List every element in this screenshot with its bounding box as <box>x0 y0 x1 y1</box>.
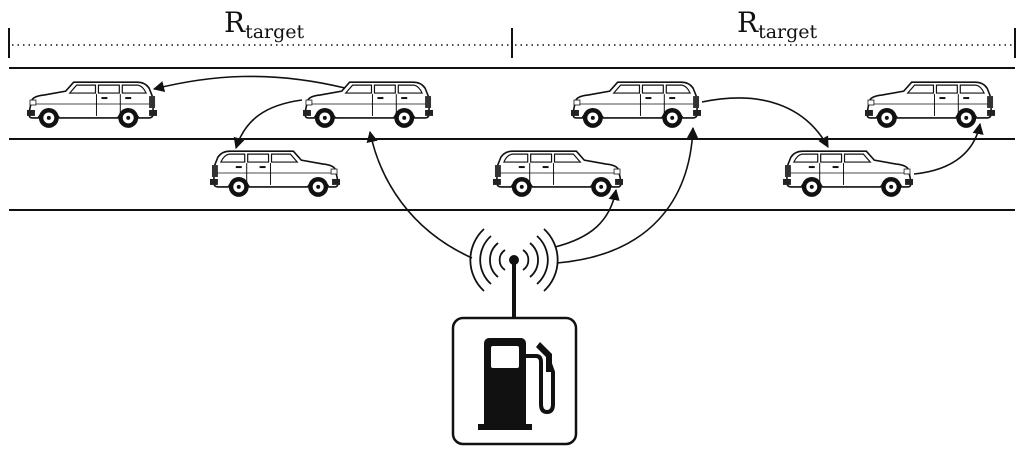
vehicle-6 <box>864 81 996 129</box>
vehicle-1 <box>26 81 158 129</box>
vehicle-3 <box>209 150 341 198</box>
link-station-v2 <box>366 130 473 259</box>
link-v7-v6 <box>913 122 984 175</box>
wireless-antenna-icon <box>469 228 559 320</box>
vehicle-5 <box>492 150 624 198</box>
link-station-v4 <box>556 126 699 264</box>
range-indicator <box>8 28 1016 58</box>
communication-links <box>152 75 984 264</box>
vehicle-4 <box>570 81 702 129</box>
link-v2-v3 <box>233 99 303 150</box>
link-v4-v7 <box>701 97 829 148</box>
range-label-left: Rtarget <box>224 6 305 43</box>
vehicle-2 <box>302 81 434 129</box>
link-station-v5 <box>554 188 620 248</box>
fuel-pump-icon <box>478 338 555 430</box>
road <box>9 67 1015 211</box>
fuel-station <box>451 316 578 446</box>
range-label-right: Rtarget <box>737 6 818 43</box>
vehicle-7 <box>782 150 914 198</box>
link-v2-v1 <box>152 75 346 92</box>
